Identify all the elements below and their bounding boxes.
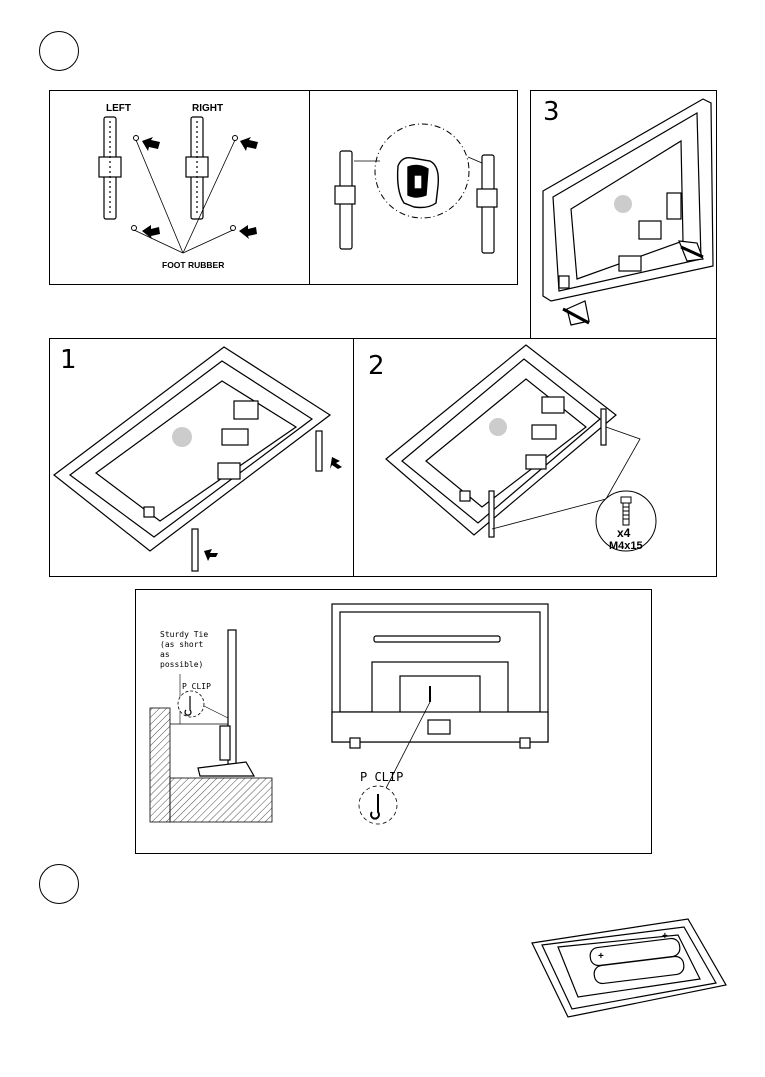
step2-tv-illustration xyxy=(354,339,716,576)
wall-tie-panel: Sturdy Tie (as short as possible) P CLIP… xyxy=(135,589,652,854)
foot-detail-illustration xyxy=(310,91,517,284)
screw-size: M4x15 xyxy=(609,540,643,552)
remote-battery-illustration: + + xyxy=(528,915,728,1025)
tie-line3: as xyxy=(160,650,170,659)
foot-rubber-label: FOOT RUBBER xyxy=(162,260,224,270)
section-marker-circle-top xyxy=(39,31,79,71)
tie-line2: (as short xyxy=(160,640,203,649)
step2-number: 2 xyxy=(368,353,385,379)
step3-number: 3 xyxy=(543,99,560,125)
left-label: LEFT xyxy=(106,103,131,114)
right-label: RIGHT xyxy=(192,103,223,114)
wall-tie-illustration xyxy=(136,590,651,853)
remote-battery-svg xyxy=(528,915,728,1025)
step2-panel: 2 x4 M4x15 xyxy=(353,338,717,577)
tie-line1: Sturdy Tie xyxy=(160,630,208,639)
step1-panel: 1 xyxy=(49,338,355,577)
section-marker-circle-bottom xyxy=(39,864,79,904)
pclip-small-label: P CLIP xyxy=(182,682,211,691)
battery-plus-2: + xyxy=(598,951,604,962)
step3-tv-illustration xyxy=(531,91,716,339)
foot-rubber-illustration xyxy=(50,91,310,284)
step1-tv-illustration xyxy=(50,339,354,576)
battery-plus-1: + xyxy=(662,931,668,942)
step3-panel: 3 xyxy=(530,90,717,340)
tie-line4: possible) xyxy=(160,660,203,669)
step1-number: 1 xyxy=(60,347,77,373)
pclip-large-label: P CLIP xyxy=(360,770,403,784)
foot-detail-panel xyxy=(309,90,518,285)
foot-rubber-panel: LEFT RIGHT FOOT RUBBER xyxy=(49,90,311,285)
screw-count: x4 xyxy=(617,526,630,540)
